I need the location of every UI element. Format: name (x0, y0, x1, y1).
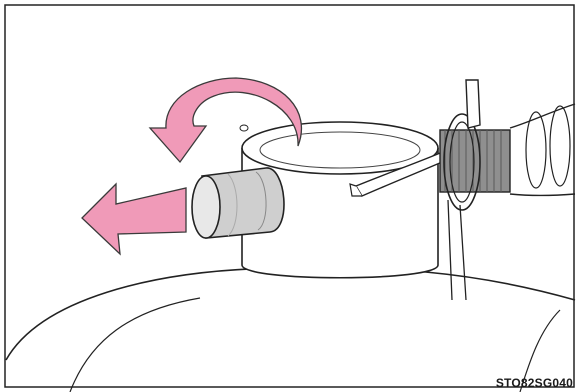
threaded-pipe (440, 80, 575, 300)
tank-body (6, 268, 575, 392)
figure-code: STO82SG040 (496, 376, 573, 390)
valve-cap (192, 168, 284, 238)
pull-left-arrow-icon (82, 184, 186, 254)
